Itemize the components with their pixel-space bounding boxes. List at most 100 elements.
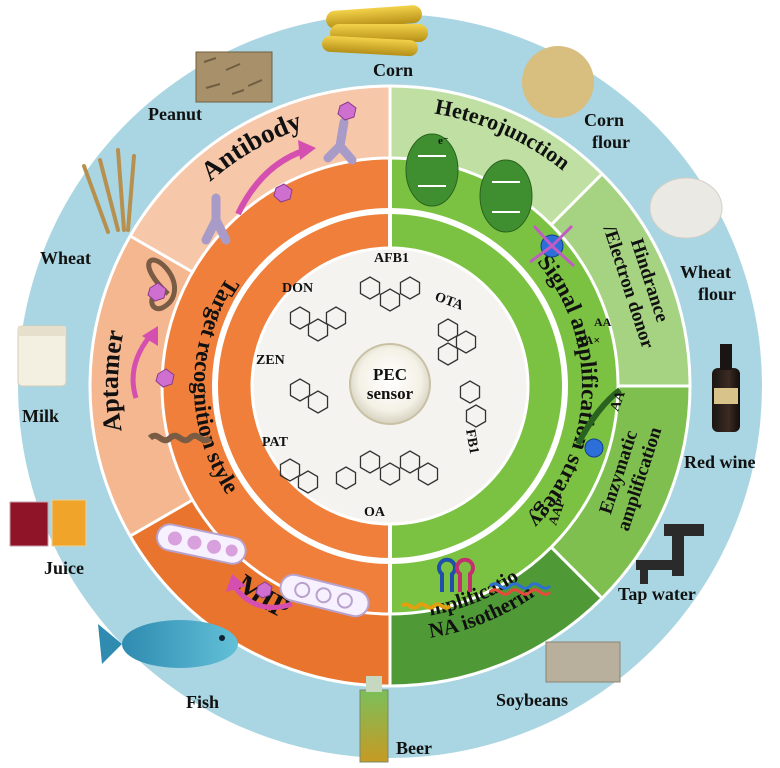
sample-juice: Juice bbox=[44, 558, 84, 578]
molecule-ring bbox=[297, 470, 319, 494]
mip-template-tube bbox=[156, 523, 247, 565]
aptamer-free-target-icon bbox=[155, 368, 175, 388]
toxin-fb1: FB1 bbox=[462, 428, 481, 455]
sample-corn-flour-line1: Corn bbox=[584, 110, 624, 130]
juice-image bbox=[9, 499, 87, 547]
sample-milk: Milk bbox=[22, 406, 59, 426]
dna-amplicon-icon bbox=[488, 588, 552, 596]
segment-divider bbox=[550, 546, 604, 600]
molecule-ring bbox=[379, 462, 401, 486]
peanut-texture bbox=[203, 57, 263, 95]
sample-labels: Corn Corn flour Wheat flour Red wine Tap… bbox=[22, 60, 756, 758]
molecule-ring bbox=[417, 462, 439, 486]
sample-corn-flour-line2: flour bbox=[592, 132, 630, 152]
enzymatic-illustration: AA AAP bbox=[545, 387, 629, 527]
aptamer-label: Aptamer bbox=[95, 328, 129, 434]
ring-border bbox=[212, 208, 568, 564]
enzymatic-arrow bbox=[575, 387, 622, 446]
molecule-ring bbox=[399, 450, 421, 474]
pec-sensor-center[interactable]: PEC sensor bbox=[349, 343, 431, 425]
heterojunction-segment[interactable] bbox=[390, 86, 603, 225]
sample-soybeans: Soybeans bbox=[496, 690, 568, 710]
mycotoxin-particle-icon bbox=[273, 101, 357, 203]
toxin-pat: PAT bbox=[262, 435, 289, 450]
mip-arrowhead bbox=[226, 574, 246, 592]
recognition-style-ring[interactable] bbox=[162, 158, 390, 614]
molecule-ring bbox=[359, 276, 381, 300]
molecule-ring bbox=[289, 378, 311, 402]
center-title-line2: sensor bbox=[367, 384, 414, 403]
binding-arrow bbox=[235, 147, 307, 216]
aa-mark: AA bbox=[594, 315, 612, 329]
amplification-strategy-ring[interactable] bbox=[390, 158, 618, 614]
dna-segment[interactable] bbox=[390, 547, 603, 686]
dna-primer-icon bbox=[400, 602, 452, 610]
band-lines bbox=[418, 155, 520, 213]
sample-fish: Fish bbox=[186, 692, 219, 712]
aptamer-illustration bbox=[130, 257, 213, 444]
aa-ox-mark: AA× bbox=[576, 333, 600, 347]
binding-arrowhead bbox=[298, 140, 316, 160]
sample-images bbox=[9, 5, 740, 763]
molecule-ring bbox=[307, 390, 329, 414]
dna-hairpin-icon-2 bbox=[455, 557, 475, 592]
aptamer-segment[interactable] bbox=[89, 236, 193, 536]
toxin-oa: OA bbox=[364, 505, 386, 520]
toxin-afb1: AFB1 bbox=[374, 251, 409, 266]
sample-wheat-flour-line2: flour bbox=[698, 284, 736, 304]
beer-image bbox=[359, 676, 389, 763]
molecule-ring bbox=[465, 404, 487, 428]
segment-divider bbox=[129, 234, 194, 274]
wheat-image bbox=[82, 148, 136, 234]
molecule-ring bbox=[437, 342, 459, 366]
mycotoxin-structures bbox=[279, 276, 487, 494]
toxin-labels: AFB1 OTA FB1 OA PAT ZEN DON bbox=[256, 251, 481, 520]
sample-tap-water: Tap water bbox=[618, 584, 696, 604]
molecule-ring bbox=[459, 380, 481, 404]
aptamer-arrowhead bbox=[142, 326, 158, 346]
molecule-ring bbox=[455, 330, 477, 354]
sample-corn: Corn bbox=[373, 60, 413, 80]
soybeans-image bbox=[545, 641, 621, 683]
center-title-line1: PEC bbox=[373, 365, 407, 384]
aptamer-strand-icon bbox=[147, 432, 213, 444]
molecule-ring bbox=[289, 306, 311, 330]
mip-illustration bbox=[156, 523, 370, 618]
red-wine-image bbox=[712, 344, 740, 432]
ring-border bbox=[250, 246, 530, 526]
sample-wheat-flour-line1: Wheat bbox=[680, 262, 731, 282]
molecule-ring bbox=[437, 318, 459, 342]
hindrance-illustration: AA AA× bbox=[529, 224, 612, 347]
probe-spikes bbox=[529, 224, 576, 268]
dna-amplicon-icon-2 bbox=[488, 582, 552, 590]
dna-hairpin-icon bbox=[437, 557, 457, 592]
mip-target-icon bbox=[255, 581, 273, 599]
milk-image bbox=[17, 325, 67, 387]
aptamer-fold-icon bbox=[146, 257, 177, 312]
antibody-bound-y-icon bbox=[323, 117, 357, 165]
sample-beer: Beer bbox=[396, 738, 432, 758]
sample-wheat: Wheat bbox=[40, 248, 91, 268]
molecule-ring bbox=[359, 450, 381, 474]
semiconductor-a-icon bbox=[405, 133, 459, 207]
molecule-ring bbox=[325, 306, 347, 330]
enzymatic-segment[interactable] bbox=[551, 386, 690, 599]
molecule-ring bbox=[279, 458, 301, 482]
segment-divider bbox=[550, 172, 604, 226]
fish-image bbox=[98, 620, 238, 668]
semiconductor-b-icon bbox=[479, 159, 533, 233]
molecule-ring bbox=[335, 466, 357, 490]
mip-cavity-tube bbox=[279, 573, 370, 618]
sample-peanut: Peanut bbox=[148, 104, 202, 124]
enzymatic-aa-mark: AA bbox=[608, 388, 629, 413]
aptamer-target-icon bbox=[147, 282, 167, 302]
aptamer-arrow bbox=[130, 334, 152, 399]
hindrance-segment[interactable] bbox=[551, 173, 690, 386]
molecule-ring bbox=[399, 276, 421, 300]
toxin-zen: ZEN bbox=[256, 353, 285, 368]
enzyme-nanoparticle-icon bbox=[584, 438, 604, 458]
molecule-ring bbox=[379, 288, 401, 312]
tap-water-image bbox=[636, 524, 704, 584]
